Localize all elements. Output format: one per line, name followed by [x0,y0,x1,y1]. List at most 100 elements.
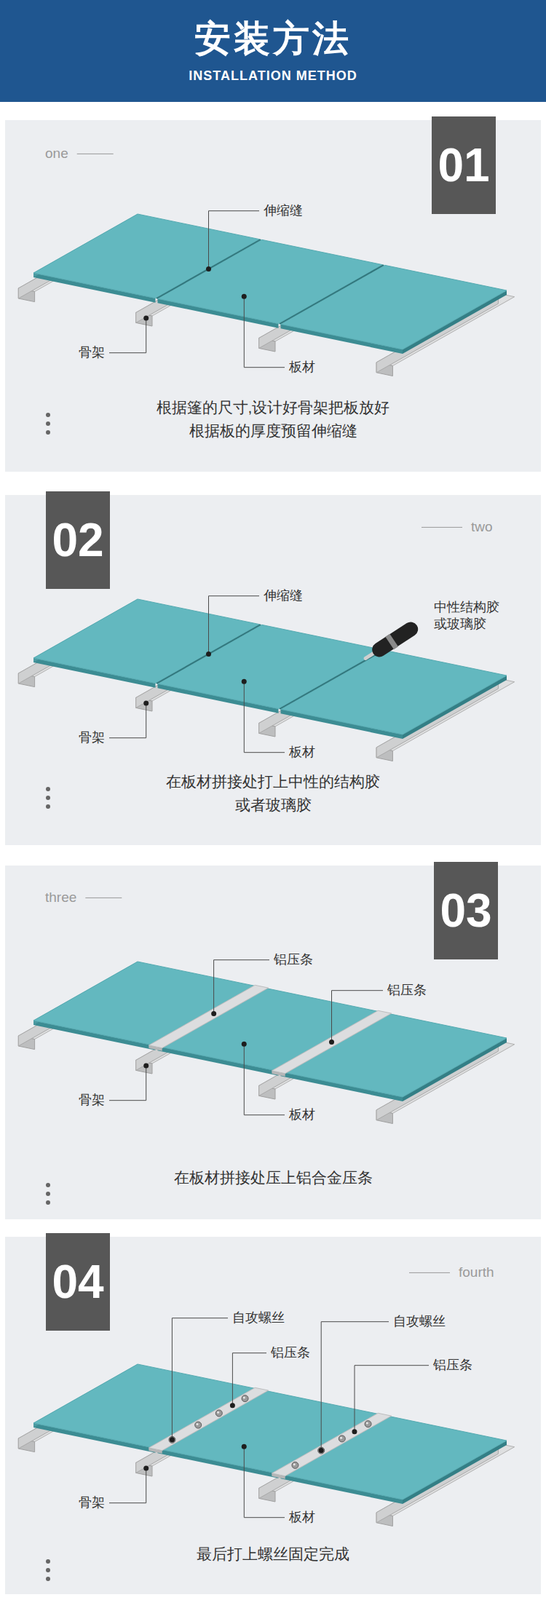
leader-line [109,1065,147,1101]
leader-dot [318,1447,324,1454]
step-number-badge: 02 [45,491,110,589]
step-tag: fourth [458,1264,495,1282]
step-panel: 04最后打上螺丝固定完成fourth自攻螺丝铝压条自攻螺丝铝压条骨架板材 [5,1236,541,1595]
tag-rule [77,153,114,155]
tag-rule [421,527,463,528]
step-number-badge: 03 [433,861,498,960]
leader-dot [230,1402,236,1408]
menu-dots [45,1183,51,1188]
step-description: 最后打上螺丝固定完成 [5,1542,541,1566]
step-number-badge: 01 [431,116,496,215]
tag-rule [85,897,122,899]
step-panel: 03在板材拼接处压上铝合金压条three铝压条铝压条骨架板材 [5,865,541,1220]
screw-highlight [196,1423,199,1426]
leader-dot [143,701,149,707]
part-label: 板材 [289,1106,316,1124]
self-tapping-screw [215,1410,223,1417]
leader-line [109,318,147,354]
leader-line [208,211,260,270]
part-label: 铝压条 [387,982,427,999]
part-label: 板材 [289,1509,316,1526]
self-tapping-screw [168,1436,176,1443]
leader-line [243,1446,285,1518]
menu-dots [45,1191,51,1197]
menu-dots [45,430,51,435]
part-label: 板材 [289,744,316,761]
leader-dot [351,1429,357,1435]
step-tag: two [471,519,493,536]
menu-dots [45,786,51,792]
screw-highlight [216,1411,220,1414]
screw-highlight [293,1463,296,1466]
aluminium-strip [271,1413,391,1476]
glue-gun [379,628,411,650]
menu-dots [45,421,51,426]
step-panel: 02在板材拼接处打上中性的结构胶 或者玻璃胶two伸缩缝中性结构胶 或玻璃胶骨架… [5,495,541,846]
self-tapping-screw [318,1447,325,1454]
leader-dot [241,1041,247,1047]
material-label: 中性结构胶 或玻璃胶 [433,599,504,634]
part-label: 自攻螺丝 [393,1313,446,1331]
leader-line [171,1318,228,1440]
leader-line [243,296,285,367]
part-label: 骨架 [78,1494,105,1512]
leader-dot [211,1011,217,1017]
step-description: 根据板的厚度预留伸缩缝 [5,419,541,443]
menu-dots [45,1568,51,1573]
glue-gun-ring [389,639,394,643]
leader-dot [143,1063,149,1069]
screw-highlight [243,1396,246,1399]
panel-board [281,650,508,735]
step-number: 02 [45,491,110,589]
leader-dot [241,294,247,300]
self-tapping-screw [195,1421,202,1429]
menu-dots [45,1576,51,1582]
leader-line [243,1043,285,1115]
step-tag: three [45,889,77,907]
part-label: 骨架 [78,1092,105,1109]
expansion-joint [279,650,384,710]
page-title: 安装方法 [0,14,546,64]
menu-dots [45,804,51,809]
leader-line [232,1353,267,1406]
leader-line [354,1365,429,1432]
subtitle: INSTALLATION METHOD [0,68,546,84]
menu-dots [45,412,51,418]
leader-line [243,681,285,753]
aluminium-strip [148,984,268,1048]
part-label: 铝压条 [270,1344,311,1362]
part-label: 板材 [289,358,316,376]
step-number: 01 [431,116,496,215]
leader-dot [206,651,212,657]
part-label: 伸缩缝 [263,202,303,220]
self-tapping-screw [291,1461,299,1469]
header-band: 安装方法 INSTALLATION METHOD [0,0,546,102]
step-description: 在板材拼接处压上铝合金压条 [5,1166,541,1190]
self-tapping-screw [241,1395,249,1403]
self-tapping-screw [364,1421,372,1428]
leader-dot [143,315,149,322]
step-number-badge: 04 [45,1233,110,1331]
leader-line [109,1468,147,1504]
leader-line [321,1322,389,1451]
step-number: 03 [433,861,498,960]
leader-line [331,990,384,1043]
leader-line [109,703,147,739]
part-label: 骨架 [78,344,105,362]
step-panel: 01根据篷的尺寸,设计好骨架把板放好根据板的厚度预留伸缩缝one伸缩缝骨架板材 [5,120,541,472]
leader-dot [143,1466,149,1472]
menu-dots [45,1559,51,1564]
tag-rule [409,1272,450,1274]
menu-dots [45,1200,51,1205]
step-description: 在板材拼接处打上中性的结构胶 或者玻璃胶 [161,770,386,817]
leader-line [214,960,270,1015]
leader-dot [169,1437,175,1443]
part-label: 铝压条 [433,1356,473,1374]
step-tag: one [45,145,69,163]
aluminium-strip [148,1387,268,1451]
part-label: 骨架 [78,729,105,747]
screw-highlight [366,1421,369,1424]
leader-dot [329,1039,335,1045]
leader-dot [206,266,212,272]
leader-dot [241,679,247,685]
